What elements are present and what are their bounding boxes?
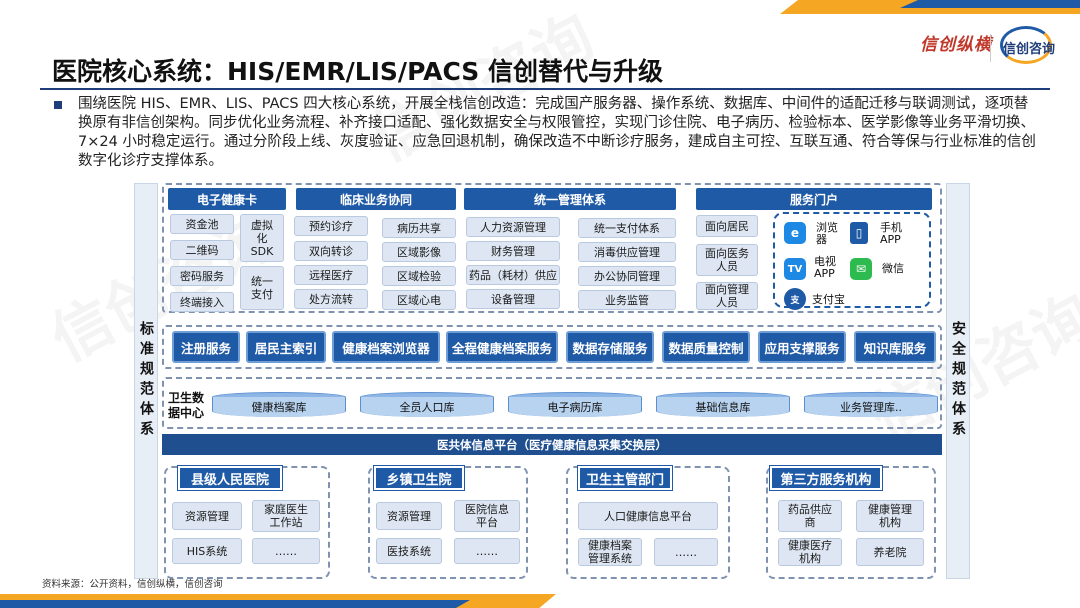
org-item: …… [654,538,718,566]
org-item: 健康管理机构 [856,500,924,532]
logo-xinchuang-zixun: 信创咨询 [1003,42,1056,57]
database-label: 健康档案库 [212,397,346,417]
ehc-item: 终端接入 [170,292,234,312]
mgmt-item: 消毒供应管理 [578,242,676,262]
header-mgmt: 统一管理体系 [464,188,676,210]
intro-paragraph: 围绕医院 HIS、EMR、LIS、PACS 四大核心系统，开展全栈信创改造：完成… [78,96,1036,169]
database-label: 全员人口库 [360,397,494,417]
service-box: 数据存储服务 [566,331,654,363]
mgmt-item: 财务管理 [466,241,560,261]
mgmt-item: 人力资源管理 [466,217,560,237]
data-center-label: 卫生数据中心 [168,391,205,420]
service-box: 注册服务 [172,331,240,363]
org-title: 县级人民医院 [178,466,282,490]
database-icon: 业务管理库.. [804,392,938,420]
clinical-item: 区域心电 [382,290,456,310]
logo-ring-icon [1000,26,1052,64]
mgmt-item: 设备管理 [466,289,560,309]
information-platform-bar: 医共体信息平台（医疗健康信息采集交换层） [162,434,942,455]
ehc-item: 密码服务 [170,266,234,286]
database-label: 基础信息库 [656,397,790,417]
wechat-icon: ✉ [850,258,872,280]
mgmt-item: 办公协同管理 [578,266,676,286]
org-item: …… [454,538,520,564]
org-item: HIS系统 [172,538,242,564]
clinical-item: 预约诊疗 [294,216,368,236]
clinical-item: 处方流转 [294,289,368,309]
ehc-item: 资金池 [170,214,234,234]
app-label-phone: 手机APP [880,221,902,246]
org-item: 家庭医生工作站 [252,500,320,532]
page-title: 医院核心系统：HIS/EMR/LIS/PACS 信创替代与升级 [52,57,663,86]
database-label: 业务管理库.. [804,397,938,417]
title-underline [40,88,1050,90]
org-title: 卫生主管部门 [578,466,672,490]
app-label-browser: 浏览器 [816,221,838,246]
bottom-blue-stripe [0,600,470,608]
tv-icon: TV [784,258,806,280]
org-item: 健康医疗机构 [778,538,842,566]
application-layer [162,183,942,313]
top-blue-stripe [900,0,1080,8]
clinical-item: 区域检验 [382,266,456,286]
mgmt-item: 药品（耗材）供应 [466,265,560,285]
source-note: 资料来源：公开资料，信创纵横，信创咨询 [42,579,223,590]
phone-icon: ▯ [850,222,868,244]
browser-icon: e [784,222,806,244]
database-icon: 基础信息库 [656,392,790,420]
side-label-left: 标准规范体系 [138,321,154,441]
portal-audience: 面向管理人员 [696,282,758,310]
header-ehc: 电子健康卡 [168,188,286,210]
clinical-item: 远程医疗 [294,265,368,285]
app-label-wechat: 微信 [882,262,904,275]
clinical-item: 双向转诊 [294,241,368,261]
org-item: 资源管理 [172,502,242,530]
logo-xinchuang-zongheng: 信创纵横 [920,35,992,55]
ehc-item: 统一支付 [240,266,284,310]
service-box: 全程健康档案服务 [446,331,558,363]
org-item: …… [252,538,320,564]
org-item: 医技系统 [376,538,442,564]
database-icon: 电子病历库 [508,392,642,420]
mgmt-item: 统一支付体系 [578,218,676,238]
org-title: 乡镇卫生院 [374,466,464,490]
service-box: 应用支撑服务 [758,331,846,363]
org-item: 养老院 [856,538,924,566]
app-label-alipay: 支付宝 [812,293,845,306]
portal-audience: 面向医务人员 [696,244,758,276]
service-box: 知识库服务 [854,331,936,363]
mgmt-item: 业务监管 [578,290,676,310]
security-spec-system: 安全规范体系 [946,183,970,579]
ehc-item: 二维码 [170,240,234,260]
database-icon: 健康档案库 [212,392,346,420]
health-data-center [162,377,942,429]
standard-spec-system: 标准规范体系 [134,183,158,579]
header-portal: 服务门户 [696,188,932,210]
org-item: 人口健康信息平台 [578,502,718,530]
service-box: 居民主索引 [246,331,326,363]
org-item: 医院信息平台 [454,500,520,532]
service-box: 健康档案浏览器 [332,331,440,363]
org-item: 健康档案管理系统 [578,538,642,566]
clinical-item: 区域影像 [382,242,456,262]
org-item: 药品供应商 [778,500,842,532]
logo-divider [990,34,991,62]
database-icon: 全员人口库 [360,392,494,420]
clinical-item: 病历共享 [382,218,456,238]
org-title: 第三方服务机构 [770,466,882,490]
bullet-icon [54,101,62,109]
service-layer [162,325,942,369]
database-label: 电子病历库 [508,397,642,417]
portal-audience: 面向居民 [696,215,758,237]
app-label-tv: 电视APP [814,255,836,280]
ehc-item: 虚拟化SDK [240,214,284,262]
org-item: 资源管理 [376,502,442,530]
service-box: 数据质量控制 [662,331,750,363]
side-label-right: 安全规范体系 [950,321,966,441]
alipay-icon: 支 [784,288,806,310]
header-clinical: 临床业务协同 [296,188,456,210]
